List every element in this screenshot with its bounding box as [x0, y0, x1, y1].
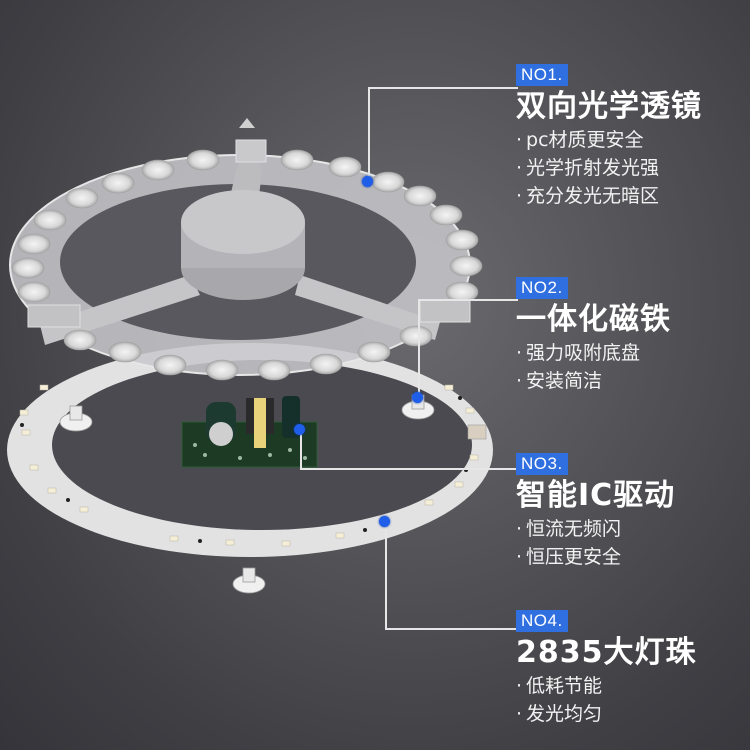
feature-number-badge: NO3. [516, 453, 568, 475]
pointer-dot-4 [379, 516, 390, 527]
feature-bullet: 充分发光无暗区 [516, 182, 702, 210]
feature-block-1: NO1. 双向光学透镜 pc材质更安全 光学折射发光强 充分发光无暗区 [516, 64, 702, 210]
feature-bullet: 光学折射发光强 [516, 154, 702, 182]
feature-bullet: 强力吸附底盘 [516, 339, 671, 367]
feature-number-badge: NO4. [516, 610, 568, 632]
feature-title: 一体化磁铁 [516, 302, 671, 337]
pointer-dot-1 [362, 176, 373, 187]
feature-title: 智能IC驱动 [516, 478, 676, 513]
feature-bullet: 恒压更安全 [516, 543, 675, 571]
feature-bullet: 低耗节能 [516, 672, 697, 700]
feature-bullet: pc材质更安全 [516, 126, 702, 154]
feature-number-badge: NO2. [516, 277, 568, 299]
feature-bullet: 发光均匀 [516, 700, 697, 728]
leader-line-4 [385, 522, 518, 630]
feature-block-3: NO3. 智能IC驱动 恒流无频闪 恒压更安全 [516, 453, 675, 571]
feature-block-4: NO4. 2835大灯珠 低耗节能 发光均匀 [516, 610, 697, 728]
pointer-dot-3 [294, 424, 305, 435]
magnet-mounts [59, 394, 435, 594]
feature-bullet: 安装简洁 [516, 367, 671, 395]
feature-title: 2835大灯珠 [516, 635, 697, 670]
pointer-dot-2 [412, 392, 423, 403]
optical-lens-ring [9, 118, 483, 381]
feature-number-badge: NO1. [516, 64, 568, 86]
leader-line-2 [418, 299, 518, 401]
feature-block-2: NO2. 一体化磁铁 强力吸附底盘 安装简洁 [516, 277, 671, 395]
leader-line-1 [368, 87, 518, 181]
leader-line-3 [300, 428, 518, 470]
feature-title: 双向光学透镜 [516, 89, 702, 124]
feature-bullet: 恒流无频闪 [516, 515, 675, 543]
